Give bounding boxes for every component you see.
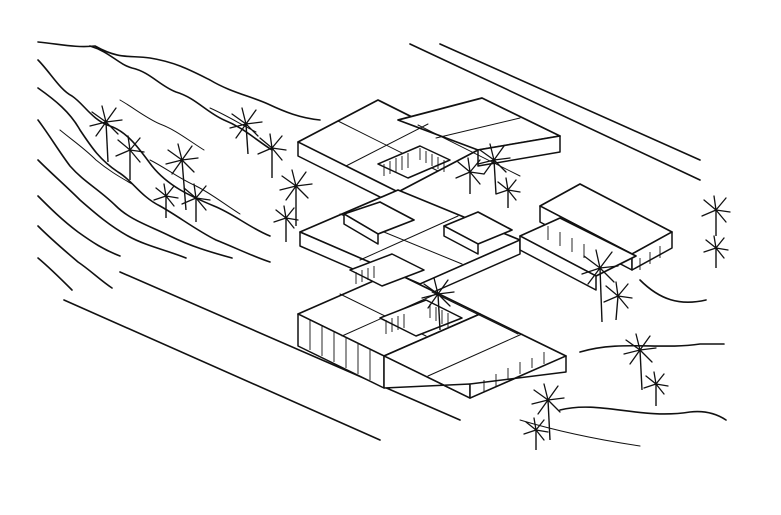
courtyard-top: [377, 145, 451, 179]
palm-tree: [115, 135, 145, 180]
courtyard-bottom: [379, 299, 463, 337]
palm-tree: [703, 235, 729, 268]
palm-tree: [495, 177, 521, 208]
palm-tree: [229, 107, 263, 155]
palm-tree: [477, 143, 511, 195]
palm-tree: [581, 249, 619, 323]
hillside-contours-left: [37, 41, 321, 291]
palm-tree: [273, 205, 299, 242]
palm-tree: [623, 333, 657, 391]
palm-trees: [89, 105, 731, 450]
courtyard-middle: [349, 253, 425, 287]
palm-tree: [643, 371, 669, 406]
palm-tree: [153, 183, 179, 218]
palm-tree: [701, 195, 731, 236]
palm-tree: [531, 383, 565, 441]
ground-lines: [63, 43, 727, 447]
palm-tree: [165, 143, 199, 211]
building-complex: [297, 97, 673, 399]
palm-tree: [89, 105, 123, 163]
palm-tree: [257, 133, 287, 178]
palm-tree: [523, 417, 549, 450]
palm-tree: [181, 183, 211, 222]
palm-tree: [603, 281, 633, 321]
palm-tree: [421, 277, 455, 331]
palm-tree: [455, 157, 485, 194]
